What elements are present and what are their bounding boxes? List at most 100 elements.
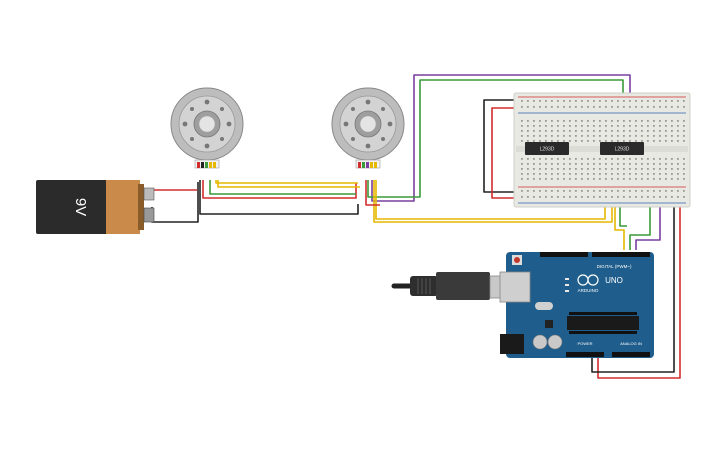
breadboard-hole[interactable] [623, 196, 625, 198]
breadboard-hole[interactable] [647, 100, 649, 102]
breadboard-hole[interactable] [599, 158, 601, 160]
breadboard-hole[interactable] [623, 135, 625, 137]
breadboard-hole[interactable] [659, 130, 661, 132]
breadboard-hole[interactable] [641, 140, 643, 142]
breadboard-hole[interactable] [581, 168, 583, 170]
breadboard-hole[interactable] [653, 100, 655, 102]
wire-left-motor-black[interactable] [199, 180, 359, 215]
breadboard-hole[interactable] [593, 125, 595, 127]
wire-right-motor-red[interactable] [365, 180, 380, 206]
breadboard-hole[interactable] [563, 158, 565, 160]
breadboard-hole[interactable] [599, 130, 601, 132]
breadboard-hole[interactable] [605, 106, 607, 108]
breadboard-hole[interactable] [551, 135, 553, 137]
breadboard-hole[interactable] [533, 196, 535, 198]
breadboard-hole[interactable] [671, 178, 673, 180]
breadboard-hole[interactable] [605, 120, 607, 122]
breadboard-hole[interactable] [527, 100, 529, 102]
breadboard-hole[interactable] [545, 190, 547, 192]
breadboard-hole[interactable] [677, 163, 679, 165]
breadboard-hole[interactable] [671, 158, 673, 160]
breadboard-hole[interactable] [641, 120, 643, 122]
breadboard-hole[interactable] [563, 163, 565, 165]
breadboard-hole[interactable] [665, 163, 667, 165]
breadboard-hole[interactable] [563, 130, 565, 132]
breadboard-hole[interactable] [647, 190, 649, 192]
breadboard-hole[interactable] [605, 135, 607, 137]
breadboard-hole[interactable] [629, 100, 631, 102]
breadboard-hole[interactable] [677, 190, 679, 192]
breadboard-hole[interactable] [665, 100, 667, 102]
breadboard-hole[interactable] [635, 158, 637, 160]
breadboard-hole[interactable] [623, 173, 625, 175]
breadboard-hole[interactable] [587, 158, 589, 160]
breadboard-hole[interactable] [683, 178, 685, 180]
breadboard-hole[interactable] [599, 196, 601, 198]
breadboard-hole[interactable] [617, 135, 619, 137]
breadboard-hole[interactable] [575, 106, 577, 108]
breadboard-hole[interactable] [557, 100, 559, 102]
breadboard-hole[interactable] [581, 178, 583, 180]
breadboard-hole[interactable] [611, 130, 613, 132]
wire-right-motor-green[interactable] [367, 79, 624, 198]
breadboard-hole[interactable] [599, 135, 601, 137]
breadboard-hole[interactable] [641, 173, 643, 175]
breadboard-hole[interactable] [647, 173, 649, 175]
breadboard-hole[interactable] [659, 163, 661, 165]
breadboard-hole[interactable] [677, 130, 679, 132]
breadboard-hole[interactable] [665, 120, 667, 122]
breadboard-hole[interactable] [575, 196, 577, 198]
breadboard-hole[interactable] [563, 190, 565, 192]
breadboard-hole[interactable] [593, 106, 595, 108]
breadboard-hole[interactable] [569, 190, 571, 192]
breadboard-hole[interactable] [527, 163, 529, 165]
breadboard-hole[interactable] [581, 158, 583, 160]
breadboard-hole[interactable] [665, 173, 667, 175]
breadboard-hole[interactable] [521, 158, 523, 160]
battery-terminal-pos[interactable] [143, 187, 155, 201]
breadboard-hole[interactable] [611, 106, 613, 108]
usb-port[interactable] [499, 271, 531, 303]
breadboard-hole[interactable] [557, 178, 559, 180]
wire-left-motor-green[interactable] [209, 180, 356, 195]
breadboard-hole[interactable] [521, 173, 523, 175]
breadboard-hole[interactable] [617, 196, 619, 198]
breadboard-hole[interactable] [653, 190, 655, 192]
breadboard-hole[interactable] [563, 125, 565, 127]
breadboard-hole[interactable] [605, 130, 607, 132]
breadboard-hole[interactable] [611, 158, 613, 160]
breadboard-hole[interactable] [647, 106, 649, 108]
breadboard-hole[interactable] [611, 135, 613, 137]
breadboard-hole[interactable] [623, 100, 625, 102]
breadboard-hole[interactable] [527, 173, 529, 175]
breadboard-hole[interactable] [575, 100, 577, 102]
breadboard-hole[interactable] [575, 168, 577, 170]
breadboard-hole[interactable] [617, 100, 619, 102]
breadboard-hole[interactable] [539, 168, 541, 170]
breadboard-hole[interactable] [587, 173, 589, 175]
breadboard-hole[interactable] [533, 120, 535, 122]
breadboard-hole[interactable] [683, 196, 685, 198]
breadboard-hole[interactable] [671, 196, 673, 198]
breadboard-hole[interactable] [629, 196, 631, 198]
breadboard-hole[interactable] [533, 106, 535, 108]
breadboard-hole[interactable] [563, 120, 565, 122]
breadboard-hole[interactable] [575, 135, 577, 137]
breadboard-hole[interactable] [671, 125, 673, 127]
breadboard-hole[interactable] [629, 178, 631, 180]
breadboard-hole[interactable] [665, 125, 667, 127]
breadboard-hole[interactable] [683, 163, 685, 165]
breadboard-hole[interactable] [671, 130, 673, 132]
breadboard-hole[interactable] [533, 163, 535, 165]
breadboard-hole[interactable] [533, 140, 535, 142]
breadboard-hole[interactable] [617, 120, 619, 122]
breadboard-hole[interactable] [599, 178, 601, 180]
breadboard-hole[interactable] [617, 130, 619, 132]
breadboard-hole[interactable] [677, 178, 679, 180]
breadboard-hole[interactable] [581, 106, 583, 108]
breadboard-hole[interactable] [677, 106, 679, 108]
breadboard-hole[interactable] [683, 120, 685, 122]
breadboard-hole[interactable] [551, 140, 553, 142]
breadboard-hole[interactable] [641, 190, 643, 192]
breadboard-hole[interactable] [569, 125, 571, 127]
